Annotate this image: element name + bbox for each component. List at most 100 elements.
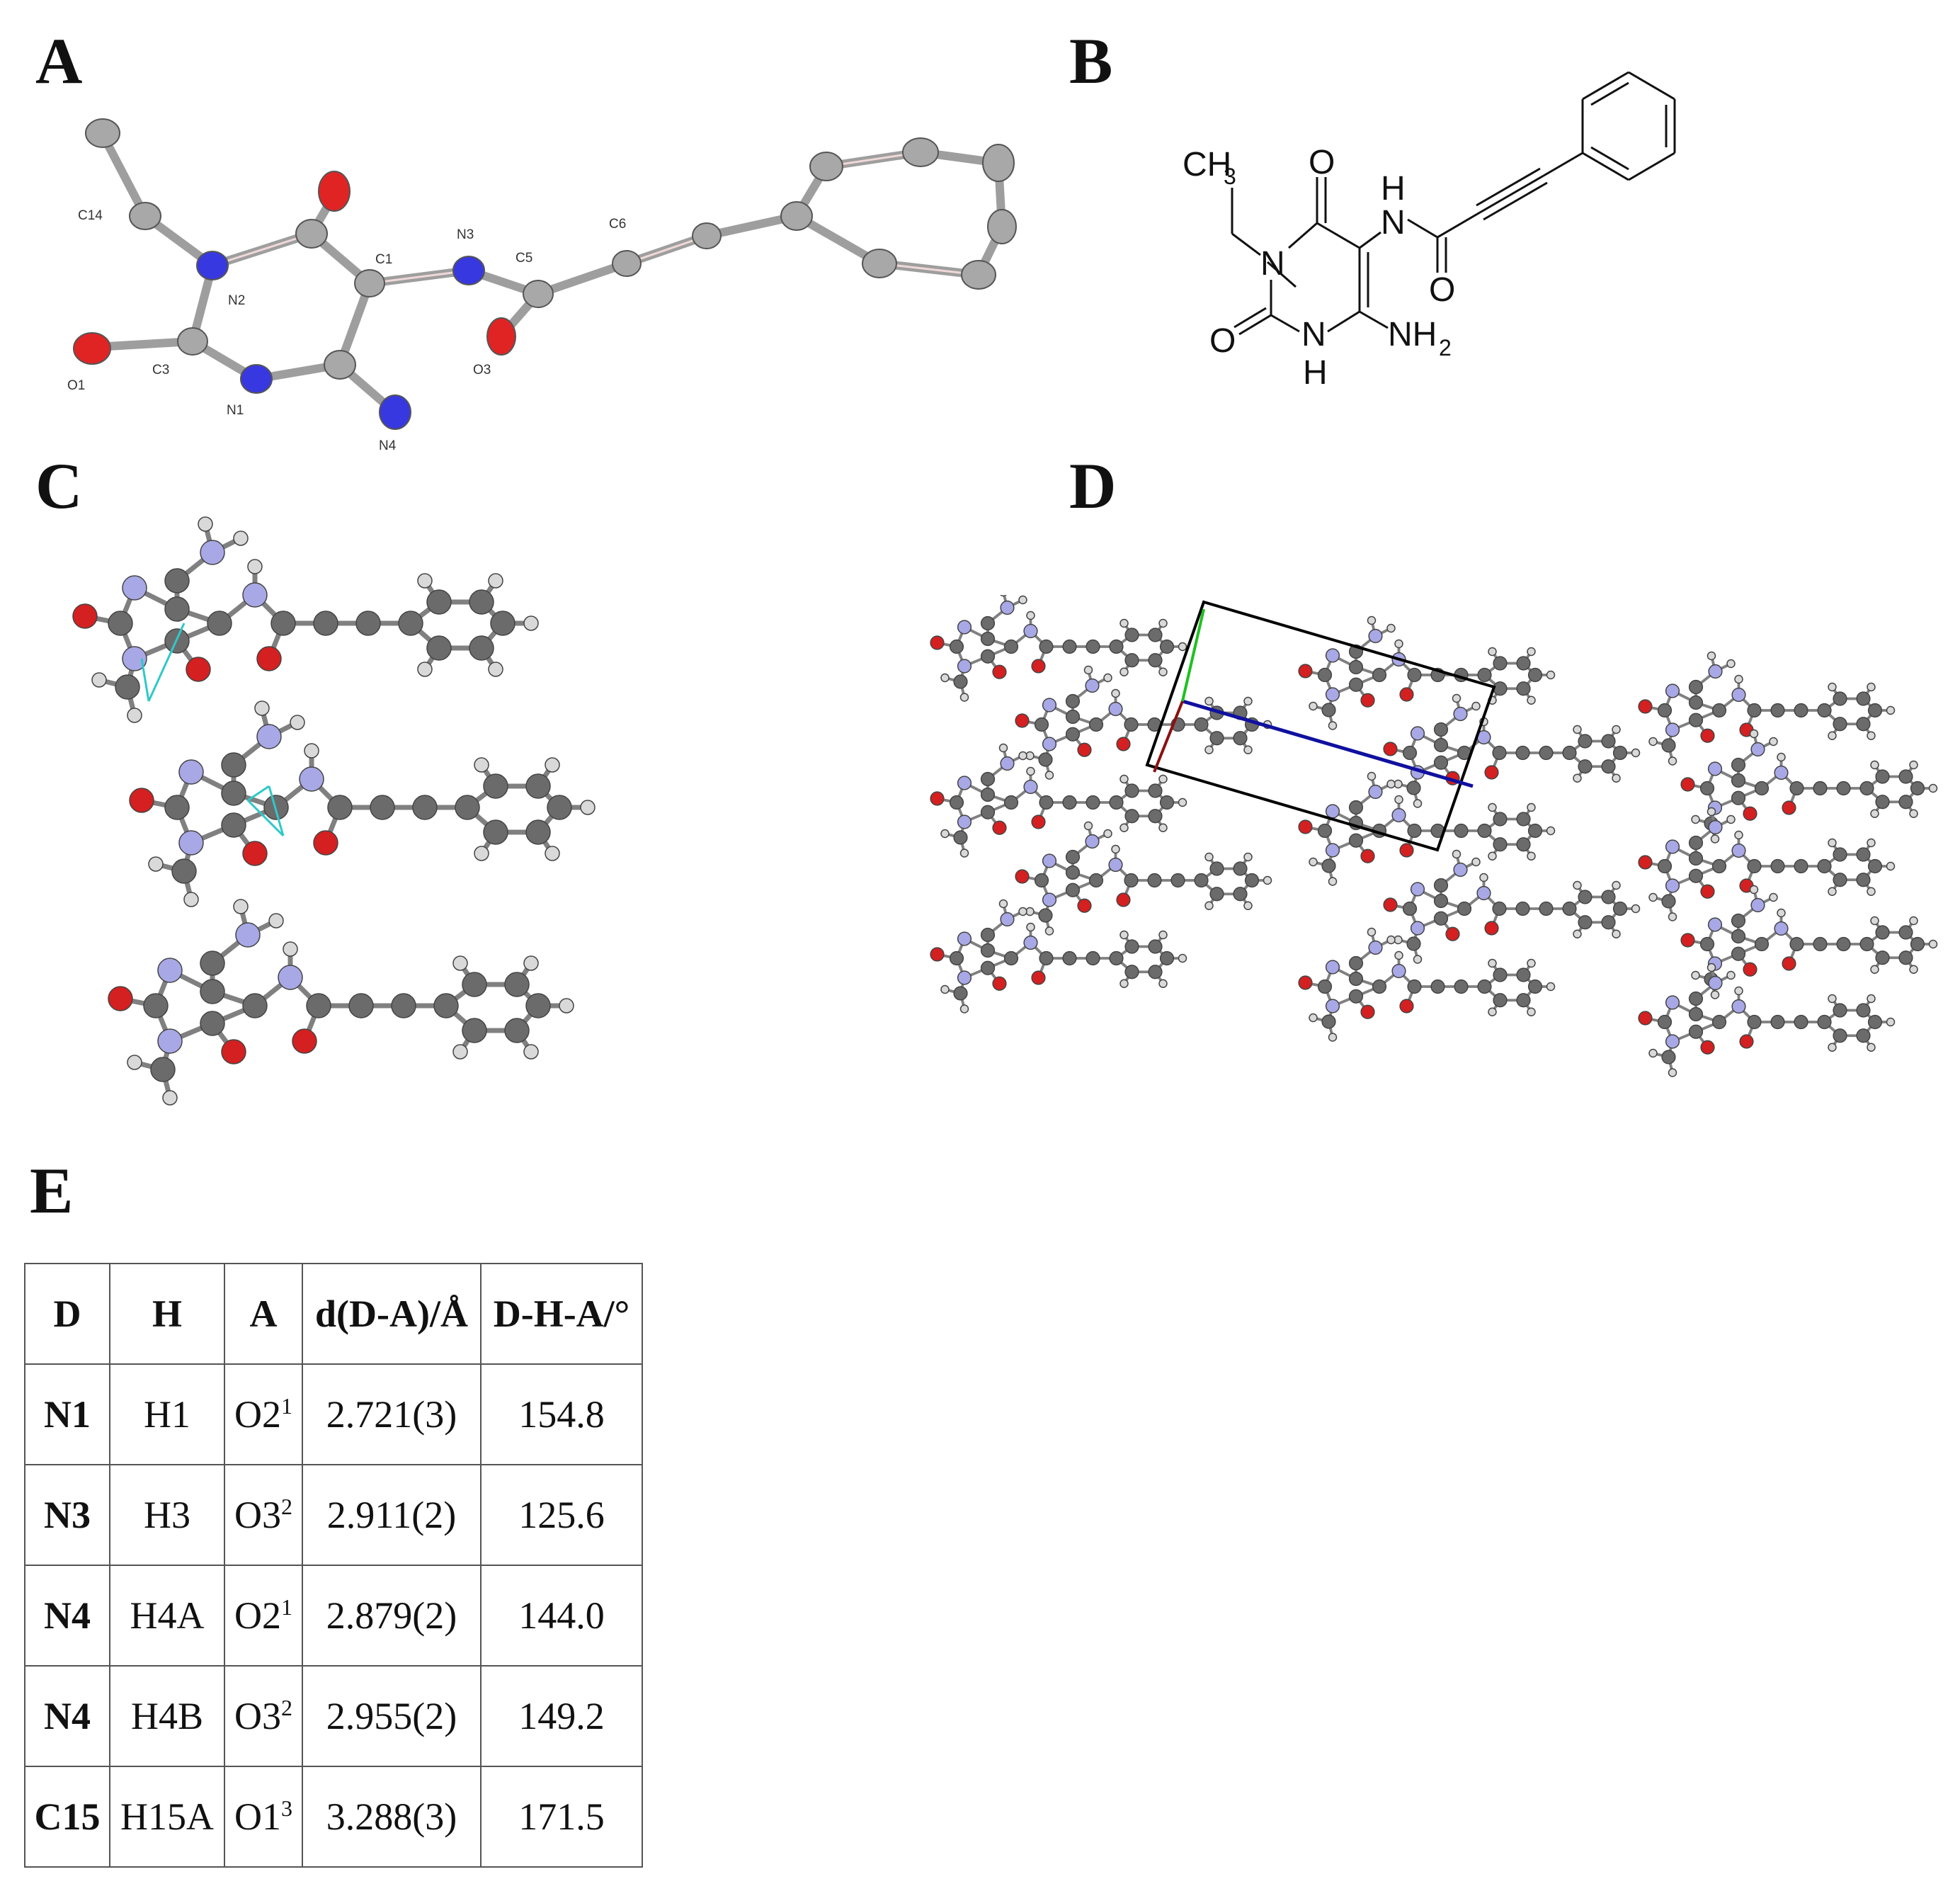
oxygen-atom	[1077, 898, 1092, 913]
carbon-atom	[1789, 780, 1804, 796]
carbon-atom	[504, 1018, 530, 1043]
carbon-atom	[1875, 950, 1890, 965]
carbon-atom	[1209, 887, 1224, 902]
carbon-atom	[1910, 780, 1925, 796]
carbon-atom	[1433, 893, 1449, 909]
panel-label-a: A	[35, 25, 83, 97]
carbon-atom	[1661, 894, 1676, 909]
hydrogen-atom	[1158, 930, 1168, 940]
panel-label-e: E	[30, 1154, 74, 1227]
cell-axis-c	[1182, 699, 1474, 788]
carbon-atom	[164, 568, 190, 594]
carbon-atom	[1562, 745, 1577, 761]
hydrogen-atom	[1726, 659, 1736, 669]
carbon-atom	[1539, 901, 1554, 916]
hbond-line	[246, 799, 285, 837]
carbon-atom	[1688, 695, 1704, 710]
carbon-atom	[1454, 979, 1469, 994]
carbon-atom	[1747, 703, 1762, 718]
nitrogen-atom	[1665, 995, 1680, 1010]
cell-angle: 149.2	[480, 1665, 643, 1767]
hydrogen-atom	[1527, 802, 1536, 812]
oxygen-atom	[72, 603, 98, 629]
table-row: N1 H1 O21 2.721(3) 154.8	[24, 1363, 643, 1465]
carbon-atom	[1856, 847, 1871, 862]
hydrogen-atom	[1707, 651, 1716, 661]
carbon-atom	[1516, 967, 1531, 982]
carbon-atom	[1657, 703, 1673, 718]
nitrogen-atom	[1325, 648, 1340, 663]
cell-distance: 2.911(2)	[302, 1464, 482, 1566]
cell-acceptor: O13	[224, 1766, 303, 1868]
carbon-atom	[1688, 1024, 1704, 1039]
oxygen-atom	[1116, 737, 1131, 751]
carbon-atom	[980, 649, 996, 664]
carbon-atom	[1348, 800, 1364, 815]
hydrogen-atom	[1749, 885, 1759, 895]
carbon-atom	[504, 972, 530, 997]
hydrogen-atom	[1886, 705, 1896, 715]
carbon-atom	[1867, 703, 1883, 718]
hydrogen-atom	[1870, 760, 1879, 770]
hydrogen-atom	[1749, 729, 1759, 739]
nitrogen-atom	[299, 766, 324, 792]
oxygen-atom	[1700, 884, 1715, 899]
cell-hydrogen: H3	[109, 1464, 225, 1566]
hydrogen-atom	[1044, 771, 1054, 780]
carbon-atom	[1516, 681, 1531, 696]
oxygen-atom	[1638, 855, 1653, 870]
hbond-line	[140, 658, 150, 702]
cell-donor: N1	[24, 1363, 110, 1465]
cell-hydrogen: H4B	[109, 1665, 225, 1767]
oxygen-atom	[1015, 869, 1030, 884]
label-nh2-sub: 2	[1439, 335, 1452, 361]
carbon-atom	[412, 795, 438, 820]
carbon-atom	[1516, 837, 1531, 852]
carbon-atom	[1065, 693, 1081, 709]
hydrogen-atom	[1394, 795, 1403, 805]
nitrogen-atom	[1042, 737, 1057, 751]
carbon-atom	[1731, 790, 1746, 805]
carbon-atom	[1406, 936, 1421, 951]
carbon-atom	[483, 819, 508, 845]
hydrogen-atom	[1158, 774, 1168, 784]
carbon-atom	[1124, 939, 1139, 954]
carbon-atom	[1833, 691, 1847, 706]
panel-label-b: B	[1069, 25, 1113, 97]
carbon-atom	[1747, 858, 1762, 874]
carbon-atom	[1856, 1003, 1871, 1018]
carbon-atom	[1088, 873, 1104, 888]
carbon-atom	[1562, 901, 1577, 916]
nitrogen-atom	[122, 575, 147, 601]
carbon-atom	[1407, 823, 1422, 839]
nitrogen-atom	[1665, 839, 1680, 854]
unit-cell-box	[1145, 600, 1496, 852]
carbon-atom	[1124, 965, 1139, 980]
carbon-atom	[1817, 858, 1832, 874]
hydrogen-atom	[1573, 880, 1582, 890]
hydrogen-atom	[233, 530, 249, 546]
table-row: N3 H3 O32 2.911(2) 125.6	[24, 1464, 643, 1566]
column-header-a: A	[224, 1263, 303, 1365]
table-row: N4 H4B O32 2.955(2) 149.2	[24, 1665, 643, 1767]
oxygen-atom	[1298, 664, 1313, 679]
oxygen-atom	[1399, 843, 1414, 858]
carbon-atom	[1856, 1028, 1871, 1043]
carbon-atom	[1699, 936, 1715, 952]
carbon-atom	[1711, 703, 1727, 718]
carbon-atom	[1770, 703, 1785, 718]
carbon-atom	[1770, 858, 1785, 874]
nitrogen-atom	[957, 776, 972, 790]
hydrogen-atom	[1243, 745, 1253, 754]
hydrogen-atom	[1828, 994, 1837, 1004]
hydrogen-atom	[523, 615, 539, 631]
hydrogen-atom	[1870, 965, 1879, 974]
nitrogen-atom	[957, 659, 972, 674]
carbon-atom	[1402, 901, 1418, 916]
carbon-atom	[1003, 639, 1019, 654]
hydrogen-atom	[417, 573, 433, 589]
carbon-atom	[207, 611, 232, 636]
carbon-atom	[525, 993, 551, 1018]
atom-label-n4: N4	[379, 438, 397, 453]
hydrogen-atom	[1707, 807, 1716, 817]
